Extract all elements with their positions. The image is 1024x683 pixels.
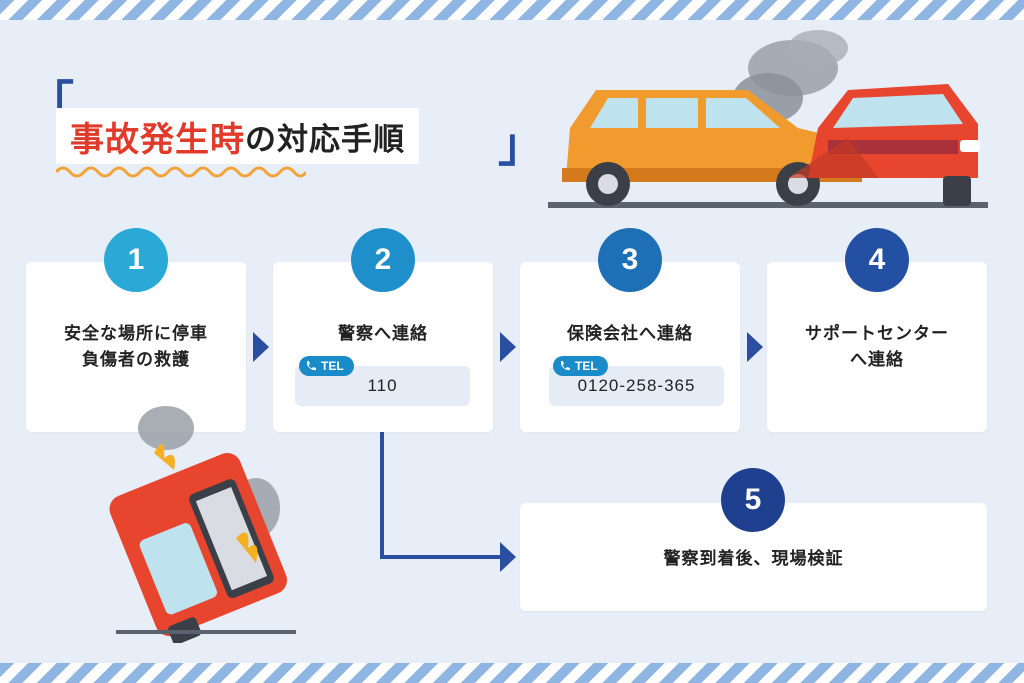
title-accent: 事故発生時 <box>70 119 245 160</box>
crashed-cars-illustration <box>548 30 988 208</box>
step-number-1: 1 <box>104 228 168 292</box>
step-number-3: 3 <box>598 228 662 292</box>
step-card-3: 保険会社へ連絡 0120-258-365 TEL <box>520 262 740 432</box>
step-1-line-1: 安全な場所に停車 <box>64 324 208 344</box>
wavy-underline <box>56 166 306 178</box>
step-number-4: 4 <box>845 228 909 292</box>
phone-icon <box>561 361 570 371</box>
flow-arrow-1-2 <box>253 332 269 362</box>
step-4-line-2: へ連絡 <box>850 350 904 370</box>
step-3-line-1: 保険会社へ連絡 <box>567 324 693 344</box>
page-title: 事故発生時 の対応手順 <box>56 108 419 164</box>
bottom-stripe-border <box>0 663 1024 683</box>
step-number-2: 2 <box>351 228 415 292</box>
title-area: 「 事故発生時 の対応手順 」 <box>28 80 548 190</box>
flow-arrow-2-3 <box>500 332 516 362</box>
step-3-tel-tag: TEL <box>553 356 608 376</box>
tel-tag-label: TEL <box>321 359 344 373</box>
step-1-line-2: 負傷者の救護 <box>82 350 190 370</box>
step-5-line-1: 警察到着後、現場検証 <box>663 549 844 569</box>
step-2-tel-tag: TEL <box>299 356 354 376</box>
step-number-5: 5 <box>721 468 785 532</box>
close-bracket: 」 <box>498 118 544 172</box>
flow-arrow-3-4 <box>747 332 763 362</box>
title-rest: の対応手順 <box>245 121 405 158</box>
tel-tag-label: TEL <box>575 359 598 373</box>
step-4-line-1: サポートセンター <box>805 324 949 344</box>
step-card-2: 警察へ連絡 110 TEL <box>273 262 493 432</box>
flow-arrow-2-5 <box>380 432 516 572</box>
step-2-line-1: 警察へ連絡 <box>338 324 428 344</box>
phone-icon <box>307 361 316 371</box>
top-stripe-border <box>0 0 1024 20</box>
overturned-burning-car-illustration <box>109 406 296 643</box>
